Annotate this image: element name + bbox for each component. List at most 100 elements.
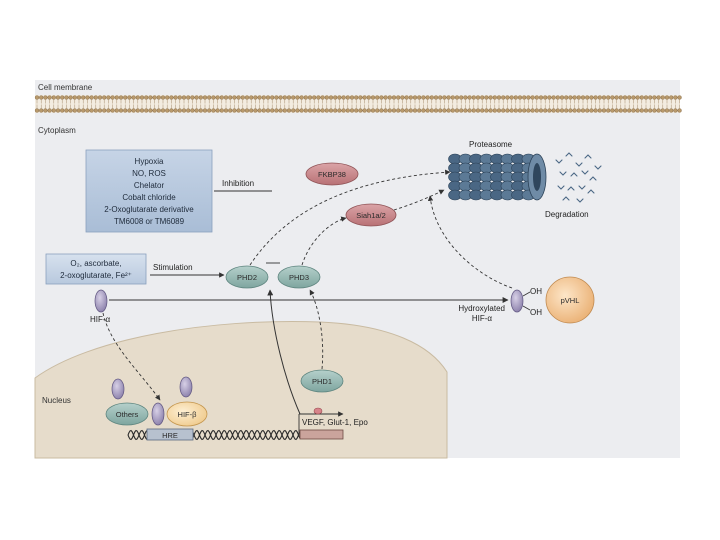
lipid-head <box>316 95 321 100</box>
lipid-head <box>131 108 136 113</box>
lipid-head <box>400 95 405 100</box>
lipid-head <box>412 108 418 113</box>
lipid-head <box>551 95 556 100</box>
lipid-head <box>496 108 502 113</box>
lipid-head <box>177 95 182 100</box>
lipid-head <box>97 95 103 100</box>
lipid-head <box>60 108 65 113</box>
lipid-head <box>664 95 670 100</box>
others-node <box>105 402 149 426</box>
lipid-head <box>198 108 203 113</box>
lipid-head <box>417 95 422 100</box>
lipid-head <box>622 95 628 100</box>
lipid-head <box>673 108 678 113</box>
lipid-head <box>39 108 44 113</box>
lipid-head <box>123 95 128 100</box>
lipid-head <box>543 95 548 100</box>
lipid-head <box>55 108 61 113</box>
lipid-head <box>391 95 397 100</box>
peptide-fragment <box>555 159 563 164</box>
lipid-head <box>312 95 317 100</box>
lipid-head <box>299 95 304 100</box>
lipid-head <box>366 95 371 100</box>
lipid-head <box>72 95 77 100</box>
lipid-head <box>219 95 224 100</box>
lipid-head <box>488 108 493 113</box>
hif-to-nucleus-arrow <box>102 312 161 401</box>
proteasome-label: Proteasome <box>469 140 513 149</box>
lipid-head <box>265 95 271 100</box>
lipid-head <box>110 95 115 100</box>
lipid-head <box>568 108 573 113</box>
lipid-head <box>118 108 124 113</box>
lipid-head <box>585 108 590 113</box>
lipid-head <box>564 95 569 100</box>
lipid-head <box>555 95 560 100</box>
lipid-head <box>627 108 632 113</box>
lipid-head <box>370 108 376 113</box>
lipid-head <box>165 95 170 100</box>
lipid-head <box>383 95 388 100</box>
lipid-head <box>320 95 325 100</box>
lipid-head <box>249 95 254 100</box>
lipid-head <box>106 95 111 100</box>
lipid-head <box>207 95 212 100</box>
lipid-head <box>337 95 342 100</box>
lipid-head <box>186 108 191 113</box>
stimulus-item: Chelator <box>134 181 165 190</box>
lipid-head <box>324 95 329 100</box>
lipid-head <box>270 108 275 113</box>
lipid-head <box>425 108 430 113</box>
lipid-head <box>404 108 409 113</box>
peptide-fragment <box>581 170 589 175</box>
lipid-head <box>89 108 94 113</box>
lipid-head <box>501 95 506 100</box>
lipid-head <box>454 108 460 113</box>
lipid-head <box>643 108 649 113</box>
lipid-head <box>328 108 334 113</box>
lipid-head <box>291 95 296 100</box>
lipid-head <box>47 108 52 113</box>
lipid-head <box>51 108 56 113</box>
lipid-head <box>522 95 527 100</box>
lipid-head <box>286 108 292 113</box>
lipid-head <box>265 108 271 113</box>
hif-alpha-bound <box>151 402 165 426</box>
phd2-to-proteasome-arrow <box>249 169 451 266</box>
lipid-head <box>459 108 464 113</box>
pvhl-node <box>545 276 595 324</box>
phd2-label: PHD2 <box>237 273 257 282</box>
target-gene-box <box>299 429 344 440</box>
lipid-head <box>236 108 241 113</box>
lipid-head <box>135 95 140 100</box>
lipid-head <box>391 108 397 113</box>
lipid-head <box>492 95 497 100</box>
lipid-head <box>526 108 531 113</box>
lipid-head <box>81 95 86 100</box>
lipid-head <box>488 95 493 100</box>
lipid-head <box>51 95 56 100</box>
lipid-head <box>307 95 313 100</box>
lipid-head <box>93 95 98 100</box>
peptide-fragment <box>587 189 595 194</box>
lipid-head <box>131 95 136 100</box>
lipid-head <box>232 95 237 100</box>
lipid-head <box>513 108 518 113</box>
hif-alpha-nuclear-left <box>111 378 125 400</box>
lipid-head <box>215 95 220 100</box>
lipid-head <box>618 108 623 113</box>
lipid-head <box>463 95 468 100</box>
lipid-head <box>564 108 569 113</box>
lipid-head <box>484 108 489 113</box>
lipid-head <box>618 95 623 100</box>
lipid-head <box>148 108 153 113</box>
lipid-head <box>580 108 586 113</box>
lipid-head <box>597 108 602 113</box>
lipid-head <box>341 95 346 100</box>
proteasome-icon <box>448 153 547 201</box>
lipid-head <box>543 108 548 113</box>
lipid-head <box>421 108 426 113</box>
lipid-head <box>635 108 640 113</box>
lipid-head <box>656 108 661 113</box>
phd1-label: PHD1 <box>312 377 332 386</box>
